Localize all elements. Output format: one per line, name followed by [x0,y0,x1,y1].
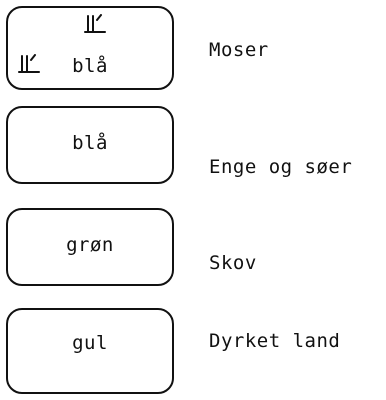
swatch-color-label: grøn [66,234,114,256]
legend-swatch-enge-og-soeer: blå [6,106,174,184]
legend-row-skov: grøn Skov [0,208,386,298]
legend-swatch-skov: grøn [6,208,174,286]
legend-swatch-moser: blå [6,6,174,90]
swatch-color-label: blå [72,132,108,154]
marsh-symbol-icon [18,54,40,73]
legend-description: Enge og søer [209,156,353,178]
legend-row-dyrket-land: gul Dyrket land [0,308,386,398]
swatch-color-label: blå [72,55,108,77]
legend-swatch-dyrket-land: gul [6,308,174,394]
legend-description: Moser [209,39,269,61]
marsh-symbol-icon [84,14,106,33]
legend-row-enge-og-soeer: blå Enge og søer [0,106,386,196]
legend-row-moser: blå Moser [0,6,386,96]
legend-description: Skov [209,252,257,274]
legend-description: Dyrket land [209,330,341,352]
swatch-color-label: gul [72,332,108,354]
